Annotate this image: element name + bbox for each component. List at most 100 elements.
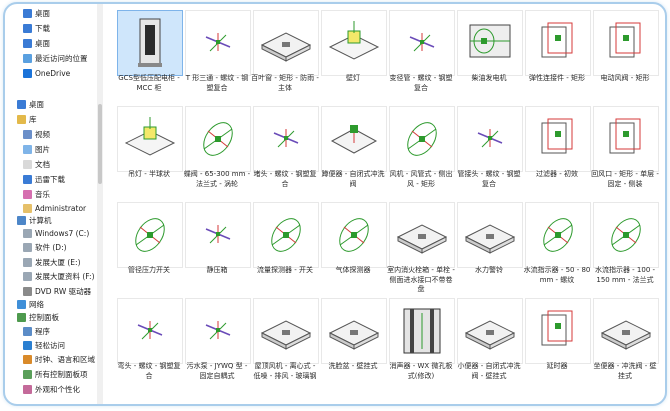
file-thumbnail-icon <box>321 202 387 268</box>
file-item[interactable]: 电动风阀 - 矩形 <box>591 10 659 106</box>
sidebar-item[interactable]: 文档 <box>5 157 97 172</box>
file-item[interactable]: 洗脸盆 - 壁挂式 <box>319 298 387 394</box>
file-thumbnail-icon <box>321 298 387 364</box>
sidebar-item[interactable]: 时钟、语言和区域 <box>5 352 97 367</box>
file-label: 电动风阀 - 矩形 <box>600 74 650 82</box>
file-label: 蝶阀 - 65-300 mm - 法兰式 - 涡轮 <box>183 170 251 188</box>
sidebar-item[interactable]: 下载 <box>5 21 97 36</box>
file-label: 回风口 - 矩形 - 单层 - 固定 - 侧装 <box>591 170 659 188</box>
file-thumbnail-icon <box>321 10 387 76</box>
sidebar-item-label: 下载 <box>35 24 50 33</box>
sidebar-item[interactable]: 视频 <box>5 127 97 142</box>
file-thumbnail-icon <box>389 202 455 268</box>
network-icon <box>17 300 26 309</box>
file-item[interactable]: 延时器 <box>523 298 591 394</box>
sidebar-item-label: 软件 (D:) <box>35 243 67 252</box>
file-label: 变径管 - 螺纹 - 钢塑复合 <box>389 74 453 92</box>
sidebar-item-label: 桌面 <box>35 9 50 18</box>
sidebar-item[interactable]: 音乐 <box>5 187 97 202</box>
sidebar-item[interactable]: 桌面 <box>5 97 97 112</box>
file-item[interactable]: 回风口 - 矩形 - 单层 - 固定 - 侧装 <box>591 106 659 202</box>
file-thumbnail-icon <box>185 106 251 172</box>
file-item[interactable]: 管接头 - 螺纹 - 钢塑复合 <box>455 106 523 202</box>
sidebar-item[interactable]: 发展大厦 (E:) <box>5 255 97 270</box>
sidebar-item[interactable]: Administrator <box>5 201 97 216</box>
file-item[interactable]: 蹲便器 - 自闭式冲洗阀 <box>319 106 387 202</box>
sidebar-item-label: 外观和个性化 <box>35 385 80 394</box>
sidebar-item[interactable]: 网络 <box>5 297 97 312</box>
sidebar-item-label: DVD RW 驱动器 <box>35 287 92 296</box>
file-thumbnail-icon <box>457 298 523 364</box>
file-thumbnail-icon <box>117 10 183 76</box>
file-item[interactable]: 堵头 - 螺纹 - 钢塑复合 <box>251 106 319 202</box>
sidebar-item[interactable]: 外观和个性化 <box>5 382 97 397</box>
sidebar-item[interactable]: 软件 (D:) <box>5 240 97 255</box>
sidebar-item[interactable]: 迅雷下载 <box>5 172 97 187</box>
file-item[interactable]: 水力警铃 <box>455 202 523 298</box>
file-item[interactable]: T 形三通 - 螺纹 - 钢塑复合 <box>183 10 251 106</box>
file-item[interactable]: 流量探测器 - 开关 <box>251 202 319 298</box>
sidebar-item[interactable]: 图片 <box>5 142 97 157</box>
file-label: 室内消火栓箱 - 单栓 - 侧面进水接口不带卷盘 <box>387 266 455 293</box>
document-icon <box>23 160 32 169</box>
file-item[interactable]: 蝶阀 - 65-300 mm - 法兰式 - 涡轮 <box>183 106 251 202</box>
sidebar-item[interactable]: 库 <box>5 112 97 127</box>
file-item[interactable]: 小便器 - 自闭式冲洗阀 - 壁挂式 <box>455 298 523 394</box>
scrollbar-thumb[interactable] <box>98 104 102 184</box>
cloud-icon <box>23 69 32 78</box>
file-item[interactable]: GCS型低压配电柜 - MCC 柜 <box>115 10 183 106</box>
sidebar-item[interactable]: DVD RW 驱动器 <box>5 284 97 299</box>
file-item[interactable]: 壁灯 <box>319 10 387 106</box>
desktop-icon <box>23 9 32 18</box>
navigation-scrollbar[interactable] <box>97 4 103 404</box>
file-item[interactable]: 百叶窗 - 矩形 - 防雨 - 主体 <box>251 10 319 106</box>
file-label: 坐便器 - 冲洗阀 - 壁挂式 <box>593 362 657 380</box>
sidebar-item[interactable]: 发展大厦资料 (F:) <box>5 269 97 284</box>
sidebar-item-label: 迅雷下载 <box>35 175 65 184</box>
sidebar-item-label: 音乐 <box>35 190 50 199</box>
file-item[interactable]: 风机 - 风管式 - 侧出风 - 矩形 <box>387 106 455 202</box>
sidebar-item[interactable]: 桌面 <box>5 6 97 21</box>
sidebar-item[interactable]: 桌面 <box>5 36 97 51</box>
program-icon <box>23 327 32 336</box>
file-item[interactable]: 静压箱 <box>183 202 251 298</box>
file-item[interactable]: 柴油发电机 <box>455 10 523 106</box>
sidebar-item[interactable]: 控制面板 <box>5 310 97 325</box>
file-item[interactable]: 弯头 - 螺纹 - 钢塑复合 <box>115 298 183 394</box>
file-item[interactable]: 室内消火栓箱 - 单栓 - 侧面进水接口不带卷盘 <box>387 202 455 298</box>
sidebar-item[interactable]: 计算机 <box>5 213 97 228</box>
file-item[interactable]: 污水泵 - JYWQ 型 - 固定自耦式 <box>183 298 251 394</box>
file-item[interactable]: 变径管 - 螺纹 - 钢塑复合 <box>387 10 455 106</box>
file-item[interactable]: 气体探测器 <box>319 202 387 298</box>
file-label: 屋顶风机 - 离心式 - 低噪 - 排风 - 玻璃钢 <box>253 362 317 380</box>
file-thumbnail-icon <box>253 106 319 172</box>
file-item[interactable]: 水流指示器 - 50 - 80 mm - 螺纹 <box>523 202 591 298</box>
file-item[interactable]: 屋顶风机 - 离心式 - 低噪 - 排风 - 玻璃钢 <box>251 298 319 394</box>
file-label: 水流指示器 - 50 - 80 mm - 螺纹 <box>523 266 591 284</box>
sidebar-item-label: 计算机 <box>29 216 52 225</box>
file-thumbnail-icon <box>321 106 387 172</box>
sidebar-item-label: 网络 <box>29 300 44 309</box>
picture-icon <box>23 145 32 154</box>
file-item[interactable]: 吊灯 - 半球状 <box>115 106 183 202</box>
sidebar-item[interactable]: 轻松访问 <box>5 338 97 353</box>
file-item[interactable]: 过滤器 - 初效 <box>523 106 591 202</box>
file-label: 管径压力开关 <box>128 266 170 274</box>
sidebar-item[interactable]: 所有控制面板项 <box>5 367 97 382</box>
sidebar-item[interactable]: Windows7 (C:) <box>5 226 97 241</box>
sidebar-item-label: 最近访问的位置 <box>35 54 88 63</box>
file-item[interactable]: 弹性连接件 - 矩形 <box>523 10 591 106</box>
control-panel-icon <box>17 313 26 322</box>
file-label: 弯头 - 螺纹 - 钢塑复合 <box>117 362 181 380</box>
drive-icon <box>23 258 32 267</box>
sidebar-item[interactable]: 程序 <box>5 324 97 339</box>
download-icon <box>23 24 32 33</box>
file-item[interactable]: 管径压力开关 <box>115 202 183 298</box>
sidebar-item[interactable]: OneDrive <box>5 66 97 81</box>
file-label: 壁灯 <box>346 74 360 82</box>
sidebar-item[interactable]: 最近访问的位置 <box>5 51 97 66</box>
file-item[interactable]: 坐便器 - 冲洗阀 - 壁挂式 <box>591 298 659 394</box>
file-item[interactable]: 消声器 - WX 微孔板式(修改) <box>387 298 455 394</box>
file-label: 百叶窗 - 矩形 - 防雨 - 主体 <box>251 74 319 92</box>
file-item[interactable]: 水流指示器 - 100 - 150 mm - 法兰式 <box>591 202 659 298</box>
